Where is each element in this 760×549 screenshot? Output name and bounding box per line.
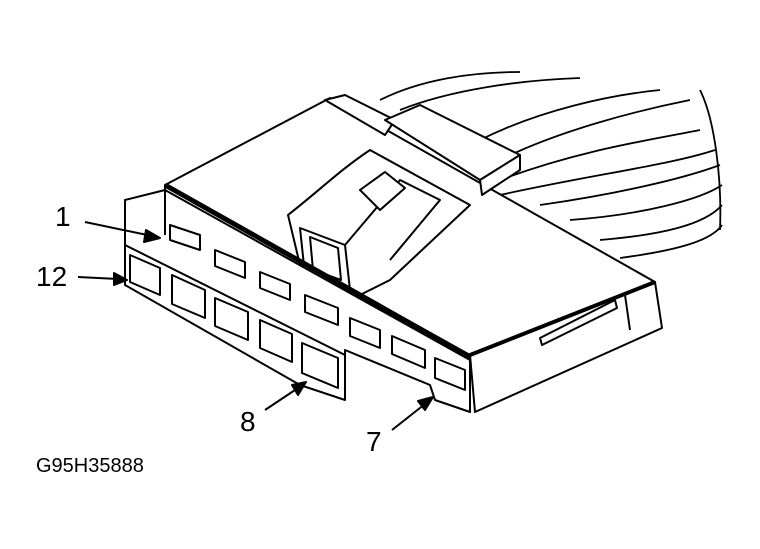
- label-pin-8: 8: [240, 406, 256, 437]
- terminal-cavities-lower: [129, 254, 339, 389]
- figure-code: G95H35888: [36, 455, 144, 477]
- terminal-cavities-upper: [169, 224, 466, 391]
- callout-arrows: [77, 221, 434, 431]
- label-pin-12: 12: [36, 261, 68, 292]
- connector-front-face: [124, 189, 471, 413]
- label-pin-7: 7: [366, 426, 382, 457]
- wire-bundle: [379, 71, 723, 259]
- label-pin-1: 1: [55, 201, 71, 232]
